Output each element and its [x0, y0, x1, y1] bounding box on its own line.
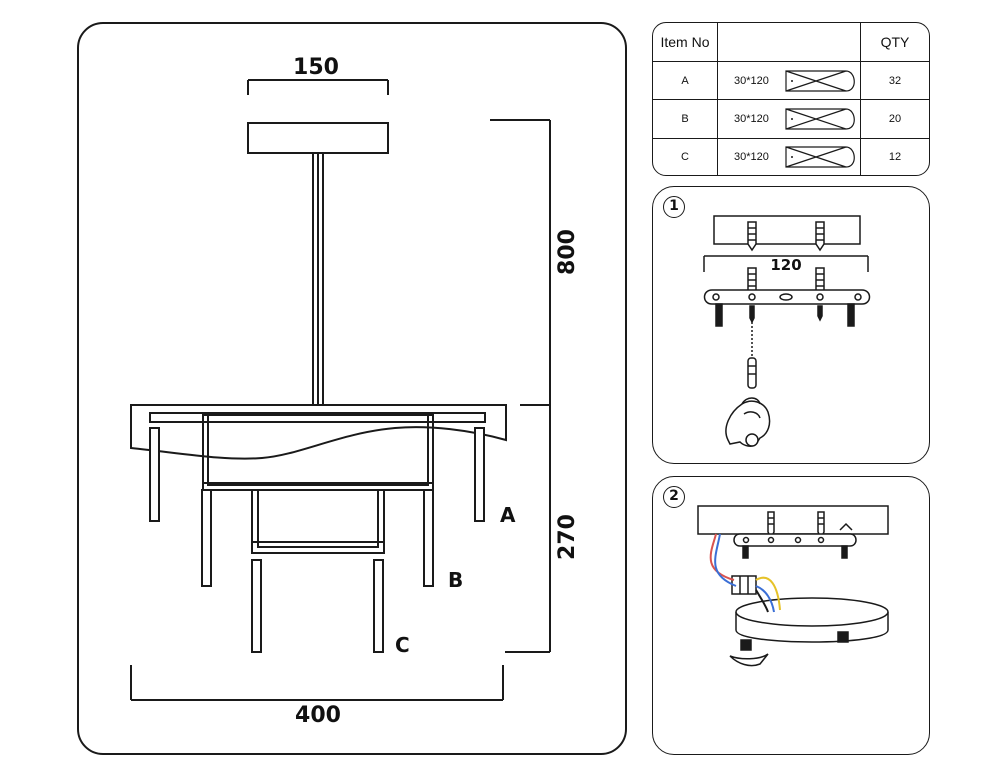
row-item: A: [653, 60, 718, 101]
row-qty: 32: [860, 60, 929, 101]
total-width-dimension: [130, 665, 504, 701]
crystal-prism-icon: [785, 70, 855, 92]
header-qty: QTY: [860, 23, 929, 62]
canopy-width-dimension: [247, 79, 389, 95]
step2-panel: [652, 476, 930, 755]
crystals-b: [201, 489, 434, 587]
row-item: B: [653, 99, 718, 139]
middle-frame: [202, 414, 434, 491]
total-width-label: 400: [295, 703, 341, 728]
row-spec: 30*120: [734, 112, 769, 125]
step1-panel: [652, 186, 930, 464]
header-item-no: Item No: [653, 23, 718, 62]
lower-frame: [251, 490, 385, 554]
canopy-width-label: 150: [293, 55, 339, 80]
step1-number-badge: 1: [663, 196, 685, 218]
row-qty: 12: [860, 137, 929, 175]
row-spec-cell: 30*120: [717, 99, 861, 139]
canopy: [247, 122, 389, 154]
crystal-prism-icon: [785, 146, 855, 168]
row-item: C: [653, 137, 718, 175]
crystals-a: [149, 427, 485, 522]
crystals-c: [251, 559, 384, 653]
step2-number-badge: 2: [663, 486, 685, 508]
row-spec: 30*120: [734, 150, 769, 163]
row-qty: 20: [860, 99, 929, 139]
height-dimension: [490, 119, 551, 653]
table-row: A 30*120 32: [653, 60, 929, 101]
row-spec: 30*120: [734, 74, 769, 87]
table-row: C 30*120 12: [653, 137, 929, 175]
part-label-b: B: [448, 568, 463, 592]
row-spec-cell: 30*120: [717, 60, 861, 101]
crystal-prism-icon: [785, 108, 855, 130]
rod-height-label: 800: [555, 229, 580, 275]
header-spec: [717, 23, 861, 62]
table-row: B 30*120 20: [653, 99, 929, 139]
row-spec-cell: 30*120: [717, 137, 861, 175]
body-height-label: 270: [555, 514, 580, 560]
part-label-a: A: [500, 503, 516, 527]
parts-table: Item No QTY A 30*120 32 B 30*120: [652, 22, 930, 176]
part-label-c: C: [395, 633, 410, 657]
body-plate: [130, 404, 507, 460]
suspension-rod: [312, 153, 324, 405]
